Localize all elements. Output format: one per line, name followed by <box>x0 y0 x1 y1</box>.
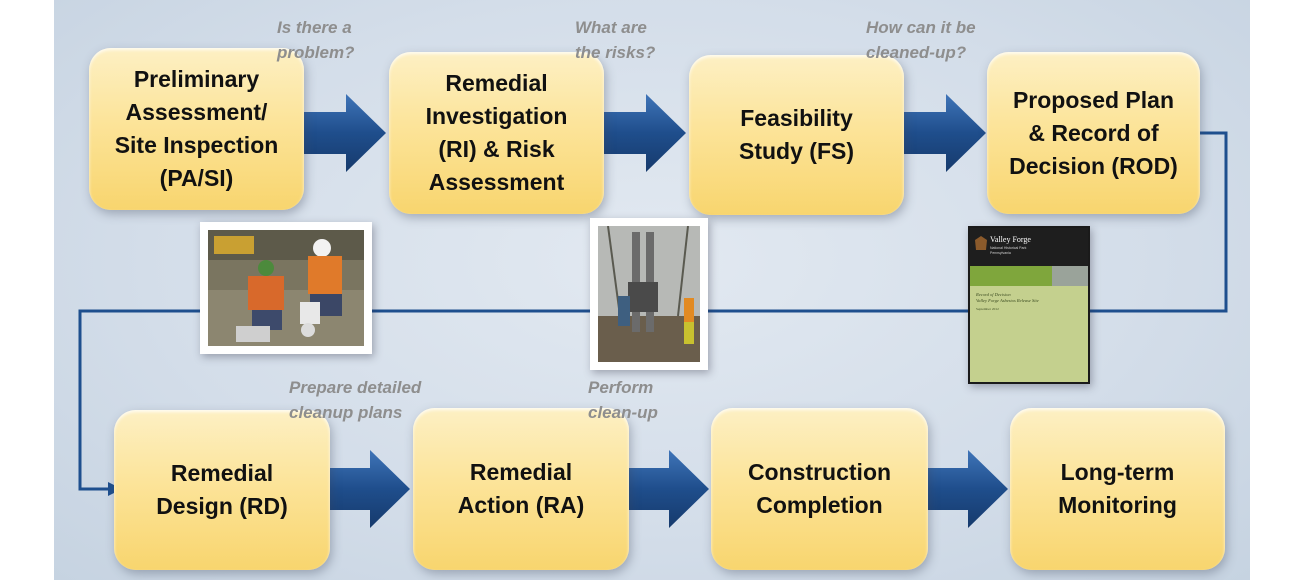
rod-cover-photo-strip <box>1052 266 1088 286</box>
question-prepare-cleanup-plans: Prepare detailed cleanup plans <box>289 378 422 422</box>
arrowhead-logo-icon <box>975 236 987 250</box>
step-label: Proposed Plan & Record of Decision (ROD) <box>1009 86 1178 179</box>
rod-cover-header: Valley Forge National Historical Park Pe… <box>970 228 1088 266</box>
step-label: Preliminary Assessment/ Site Inspection … <box>114 66 279 191</box>
rod-cover-date: September 2012 <box>976 307 999 311</box>
step-label: Remedial Action (RA) <box>457 459 585 518</box>
step-label: Construction Completion <box>747 459 892 518</box>
drilling-rig-image <box>598 225 700 362</box>
step-label: Feasibility Study (FS) <box>739 105 854 164</box>
flow-arrow-1 <box>304 94 386 172</box>
flow-arrow-5 <box>629 450 709 528</box>
step-construction-completion: Construction Completion <box>711 408 928 570</box>
step-preliminary-assessment: Preliminary Assessment/ Site Inspection … <box>89 48 304 210</box>
flow-arrow-3 <box>904 94 986 172</box>
question-how-can-it-be-cleaned: How can it be cleaned-up? <box>866 18 976 62</box>
step-remedial-action: Remedial Action (RA) <box>413 408 629 570</box>
step-proposed-plan-rod: Proposed Plan & Record of Decision (ROD) <box>987 52 1200 214</box>
question-perform-cleanup: Perform clean-up <box>588 378 658 422</box>
field-sampling-photo <box>200 222 372 354</box>
question-what-are-the-risks: What are the risks? <box>575 18 656 62</box>
record-of-decision-cover: Valley Forge National Historical Park Pe… <box>968 226 1090 384</box>
field-sampling-image <box>208 230 364 346</box>
step-label: Remedial Investigation (RI) & Risk Asses… <box>425 70 568 195</box>
step-remedial-design: Remedial Design (RD) <box>114 410 330 570</box>
step-label: Long-term Monitoring <box>1058 459 1177 518</box>
step-feasibility-study: Feasibility Study (FS) <box>689 55 904 215</box>
rod-cover-doc-title: Record of Decision Valley Forge Asbestos… <box>976 292 1039 303</box>
rod-cover-subtitle: National Historical Park Pennsylvania <box>990 246 1027 255</box>
drilling-rig-photo <box>590 218 708 370</box>
step-label: Remedial Design (RD) <box>156 460 288 519</box>
rod-cover-band <box>970 266 1088 286</box>
step-long-term-monitoring: Long-term Monitoring <box>1010 408 1225 570</box>
flow-arrow-2 <box>604 94 686 172</box>
step-remedial-investigation: Remedial Investigation (RI) & Risk Asses… <box>389 52 604 214</box>
flow-arrow-4 <box>330 450 410 528</box>
rod-cover-title: Valley Forge <box>990 235 1031 244</box>
flow-arrow-6 <box>928 450 1008 528</box>
question-is-there-a-problem: Is there a problem? <box>277 18 355 62</box>
